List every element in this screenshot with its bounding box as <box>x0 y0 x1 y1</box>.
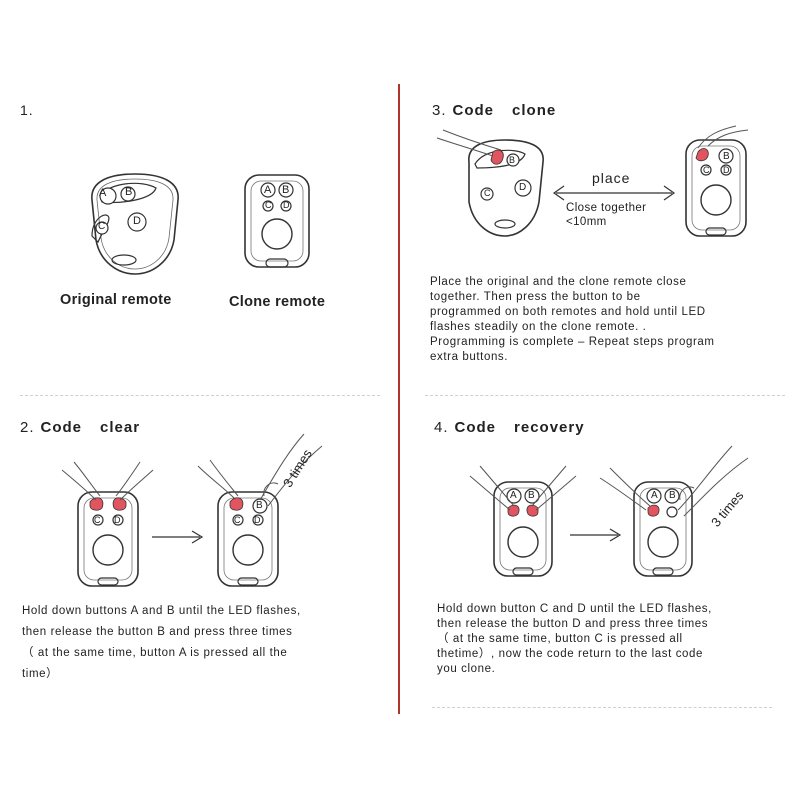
step3-clone-d-label: D <box>723 165 730 175</box>
step4-b-label: B <box>528 490 535 501</box>
step3-line: Place the original and the clone remote … <box>430 275 790 290</box>
step3-original-remote <box>435 128 555 243</box>
step2-number: 2. <box>20 419 35 436</box>
step3-heading: 3. Code clone <box>432 102 556 119</box>
step2-remote-both-pressed <box>60 460 155 590</box>
button-d-label-original: D <box>133 215 141 227</box>
step2-heading: 2. Code clear <box>20 419 140 436</box>
step3-line: flashes steadily on the clone remote. . <box>430 320 790 335</box>
step4-line: thetime）, now the code return to the las… <box>437 647 787 662</box>
step2-b-label: B <box>256 500 263 511</box>
step2-d-label: D <box>114 515 121 525</box>
step3-line: Programming is complete – Repeat steps p… <box>430 335 790 350</box>
step3-word2: clone <box>512 102 556 119</box>
step4-a2-label: A <box>651 490 658 501</box>
clone-remote-caption: Clone remote <box>229 294 325 310</box>
original-remote-caption: Original remote <box>60 292 172 308</box>
step2-d2-label: D <box>254 515 261 525</box>
step2-word1: Code <box>41 419 83 436</box>
step3-number: 3. <box>432 102 447 119</box>
clone-remote-illustration <box>242 172 312 274</box>
step4-remote-d-tapped <box>598 438 768 586</box>
step4-line: （ at the same time, button C is pressed … <box>437 632 787 647</box>
button-c-label-clone: C <box>265 200 272 210</box>
step3-clone-remote <box>678 124 768 244</box>
button-a-label-original: A <box>99 187 106 199</box>
step1-number: 1. <box>20 102 34 118</box>
button-b-label-clone: B <box>282 184 289 196</box>
step3-line: together. Then press the button to be <box>430 290 790 305</box>
step4-word1: Code <box>455 419 497 436</box>
step2-line: （ at the same time, button A is pressed … <box>22 643 392 664</box>
distance-line2: <10mm <box>566 216 607 228</box>
step3-clone-b-label: B <box>723 151 730 162</box>
step4-description: Hold down button C and D until the LED f… <box>437 602 787 677</box>
center-divider <box>398 84 400 714</box>
step3-orig-b-label: B <box>509 155 515 165</box>
step3-orig-d-label: D <box>519 182 526 193</box>
step2-line: Hold down buttons A and B until the LED … <box>22 601 392 622</box>
step4-word2: recovery <box>514 419 585 436</box>
button-c-label-original: C <box>98 221 105 232</box>
step3-line: extra buttons. <box>430 350 790 365</box>
step3-line: programmed on both remotes and hold unti… <box>430 305 790 320</box>
button-b-label-original: B <box>125 186 132 198</box>
left-section-divider <box>20 395 380 396</box>
step2-word2: clear <box>100 419 140 436</box>
step4-line: Hold down button C and D until the LED f… <box>437 602 787 617</box>
bottom-section-divider <box>432 707 772 708</box>
step4-number: 4. <box>434 419 449 436</box>
button-d-label-clone: D <box>283 200 290 210</box>
step4-a-label: A <box>510 490 517 501</box>
step4-line: then release the button D and press thre… <box>437 617 787 632</box>
distance-line1: Close together <box>566 202 646 214</box>
step4-b2-label: B <box>669 490 676 501</box>
step2-description: Hold down buttons A and B until the LED … <box>22 601 392 685</box>
step3-clone-c-label: C <box>703 165 710 175</box>
step4-heading: 4. Code recovery <box>434 419 585 436</box>
step2-line: time） <box>22 664 392 685</box>
right-section-divider <box>425 395 785 396</box>
step4-remote-cd-pressed <box>468 462 578 582</box>
step2-line: then release the button B and press thre… <box>22 622 392 643</box>
step2-c-label: C <box>94 515 101 525</box>
button-a-label-clone: A <box>264 184 271 196</box>
step3-description: Place the original and the clone remote … <box>430 275 790 365</box>
step3-orig-c-label: C <box>484 188 491 198</box>
step2-c2-label: C <box>234 515 241 525</box>
place-label: place <box>592 170 630 186</box>
step4-line: you clone. <box>437 662 787 677</box>
step3-word1: Code <box>453 102 495 119</box>
